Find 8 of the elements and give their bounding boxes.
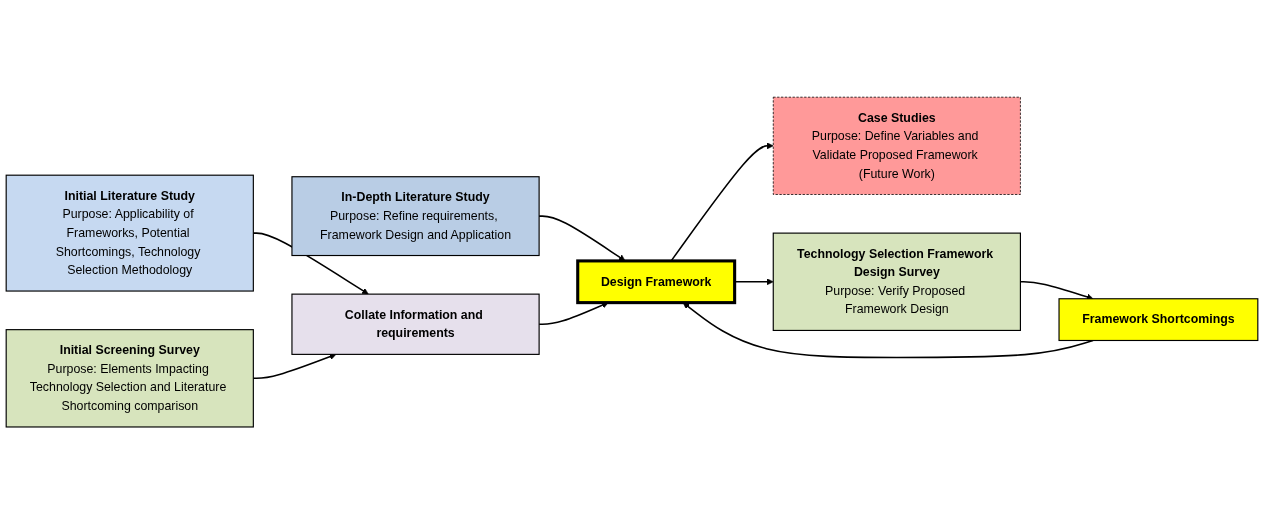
- node-box: Collate Information and requirements: [291, 293, 540, 356]
- node-box: Technology Selection Framework Design Survey Purpose: Verify Proposed Framework Design: [772, 232, 1021, 332]
- node-box: Framework Shortcomings: [1058, 298, 1259, 342]
- node-box: Design Framework: [576, 259, 737, 305]
- node-box: Initial Screening Survey Purpose: Elements Impacting Technology Selection and Literature Shortcoming comparison: [5, 329, 254, 428]
- node-box: Case Studies Purpose: Define Variables and Validate Proposed Framework (Future Work): [772, 97, 1021, 196]
- node-box: In-Depth Literature Study Purpose: Refine requirements, Framework Design and Application: [291, 176, 540, 257]
- node-box: Initial Literature Study Purpose: Applicability of Frameworks, Potential Shortcomings, Technology Selection Methodology: [5, 175, 254, 293]
